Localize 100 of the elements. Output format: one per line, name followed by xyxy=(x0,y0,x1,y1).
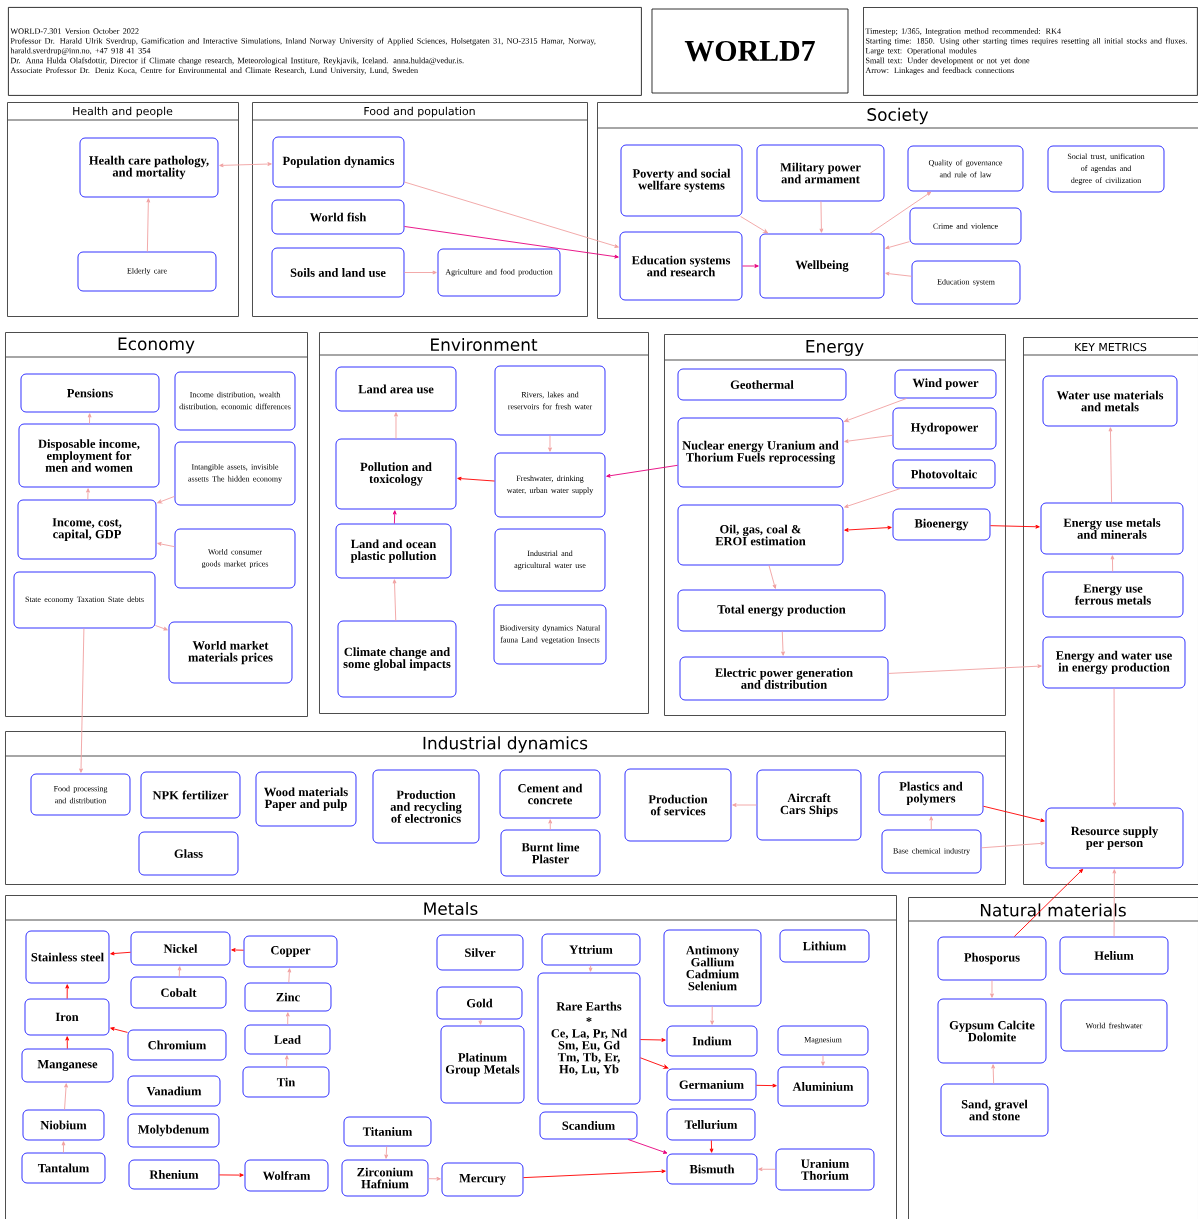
arrow xyxy=(844,398,907,423)
module-box: Titanium xyxy=(343,1116,432,1147)
module-box: Molybdenum xyxy=(127,1113,220,1148)
arrow xyxy=(392,579,397,621)
arrow xyxy=(177,966,182,977)
arrow xyxy=(285,1012,290,1025)
arrow xyxy=(990,524,1040,529)
module-box: Military power and armament xyxy=(756,144,885,202)
module-box: Education systems and research xyxy=(619,231,743,301)
arrow xyxy=(588,965,593,972)
module-box: Income, cost, capital, GDP xyxy=(17,499,157,560)
info-box: Timestep; 1/365, Integration method recommended: RK4 Starting time: 1850. Using other starting times requires resetting all initial stocks and fluxes. Large text: Operational modules Small text: Under development or not yet done Arrow: Linkages and feedback connections xyxy=(863,7,1198,96)
module-box: NPK fertilizer xyxy=(140,771,241,819)
arrow xyxy=(640,1057,669,1069)
module-box: Rhenium xyxy=(128,1159,220,1190)
arrow xyxy=(1108,427,1113,503)
module-box: Production of services xyxy=(624,768,732,842)
title-box: WORLD7 xyxy=(651,8,849,94)
module-box: Nickel xyxy=(130,931,231,966)
arrow xyxy=(869,191,932,234)
arrow xyxy=(157,495,175,504)
module-box: World market materials prices xyxy=(168,621,293,684)
module-box: Zinc xyxy=(244,982,332,1012)
arrow xyxy=(990,980,994,998)
module-box: Wood materials Paper and pulp xyxy=(255,771,357,827)
module-box: Antimony Gallium Cadmium Selenium xyxy=(663,929,762,1007)
arrow xyxy=(756,1083,777,1088)
module-box: Resource supply per person xyxy=(1045,807,1184,869)
module-box: Scandium xyxy=(539,1111,638,1140)
module-box: Indium xyxy=(666,1025,758,1057)
arrow xyxy=(781,631,785,656)
module-box: Tantalum xyxy=(21,1152,106,1184)
module-box: Cement and concrete xyxy=(499,769,601,819)
module-box: Lithium xyxy=(779,929,870,963)
arrow xyxy=(384,1146,389,1159)
module-box: Vanadium xyxy=(127,1075,221,1107)
module-box: Plastics and polymers xyxy=(878,771,984,816)
module-box: Wellbeing xyxy=(759,233,885,299)
arrow xyxy=(457,476,495,482)
arrow xyxy=(231,948,244,952)
module-box: Population dynamics xyxy=(272,136,405,188)
arrow xyxy=(640,1038,666,1042)
module-box: Phosporus xyxy=(937,936,1047,981)
arrow xyxy=(79,628,85,773)
arrow xyxy=(885,241,910,250)
arrow xyxy=(428,1176,441,1181)
arrow xyxy=(627,1139,668,1154)
arrow xyxy=(606,464,678,478)
arrow xyxy=(1112,869,1117,937)
module-box: Photovoltaic xyxy=(892,459,996,489)
arrow xyxy=(110,1027,128,1033)
module-box: Hydropower xyxy=(892,407,997,450)
arrow xyxy=(392,510,397,524)
module-box: Tin xyxy=(242,1066,330,1098)
module-box: Climate change and some global impacts xyxy=(337,620,457,698)
arrow xyxy=(981,841,1045,849)
module-box: Platinum Group Metals xyxy=(440,1025,525,1104)
module-box: Zirconium Hafnium xyxy=(341,1159,429,1197)
arrow xyxy=(1110,555,1115,572)
module-box: Wolfram xyxy=(244,1159,329,1192)
module-box: Rare Earths * Ce, La, Pr, Nd Sm, Eu, Gd Tm, Tb, Er, Ho, Lu, Yb xyxy=(537,972,641,1105)
module-box: Oil, gas, coal & EROI estimation xyxy=(677,504,844,566)
arrow xyxy=(1013,868,1084,937)
module-box: Pollution and toxicology xyxy=(335,438,457,510)
module-box: Mercury xyxy=(441,1162,524,1197)
arrow xyxy=(758,1167,776,1172)
arrow xyxy=(709,1140,714,1153)
module-box: Bismuth xyxy=(666,1153,758,1185)
arrow xyxy=(157,542,175,548)
arrow xyxy=(819,201,824,233)
arrow xyxy=(548,819,553,830)
module-box: Production and recycling of electronics xyxy=(372,769,480,844)
module-box: Tellurium xyxy=(666,1108,756,1141)
arrow xyxy=(65,984,70,999)
module-box: Burnt lime Plaster xyxy=(500,829,601,877)
arrow xyxy=(86,488,90,500)
module-box: Silver xyxy=(436,934,524,971)
module-box: Uranium Thorium xyxy=(775,1148,875,1191)
module-box: Aircraft Cars Ships xyxy=(756,769,862,841)
arrow xyxy=(844,525,892,532)
arrow xyxy=(146,198,151,252)
module-box: Energy use ferrous metals xyxy=(1042,571,1184,618)
arrow xyxy=(110,951,131,956)
module-box: Helium xyxy=(1059,936,1169,975)
arrow xyxy=(732,803,757,807)
module-box: Poverty and social wellfare systems xyxy=(620,144,743,217)
info-box: WORLD-7.301 Version October 2022 Professor Dr. Harald Ulrik Sverdrup, Gamification and Interactive Simulations, Inland Norway University of Applied Sciences, Holsetgaten 31, NO-2315 Hamar, Norway, harald.sverdrup@inn.no, +47 918 41 354 Dr. Anna Hulda Olafsdottir, Director if Climate change research, Meteorological Institure, Reykjavik, Iceland. anna.hulda@vedur.is. Associate Professor Dr. Deniz Koca, Centre for Environmental and Climate Research, Lund University, Lund, Sweden xyxy=(8,7,642,96)
arrow xyxy=(929,816,934,830)
arrow xyxy=(740,216,769,234)
module-box: Chromium xyxy=(127,1029,227,1061)
module-box: Health care pathology, and mortality xyxy=(79,137,219,198)
module-box: Glass xyxy=(138,831,239,876)
arrow xyxy=(219,1173,244,1177)
arrow xyxy=(844,434,893,443)
arrow xyxy=(991,1064,996,1084)
arrow xyxy=(548,435,552,452)
module-box: Germanium xyxy=(666,1068,757,1101)
module-box: Gold xyxy=(436,986,523,1020)
arrow xyxy=(287,968,292,983)
module-box: Aluminium xyxy=(777,1066,869,1107)
